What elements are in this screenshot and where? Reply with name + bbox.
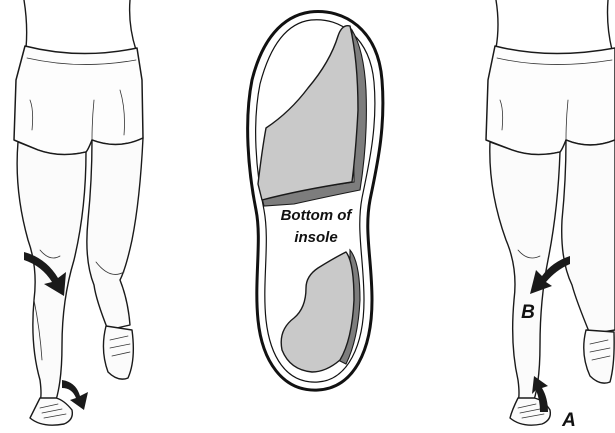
label-b: B (521, 302, 535, 323)
insole-caption-line1: Bottom of (281, 207, 354, 224)
right-swing-shoe (584, 330, 614, 383)
left-swing-leg (87, 138, 143, 330)
right-figure: B A (486, 0, 615, 431)
left-figure (14, 0, 143, 425)
insole-caption-line2: insole (294, 229, 337, 246)
right-swing-leg (562, 140, 615, 334)
insole: Bottom of insole (248, 12, 383, 391)
label-a: A (561, 410, 576, 431)
